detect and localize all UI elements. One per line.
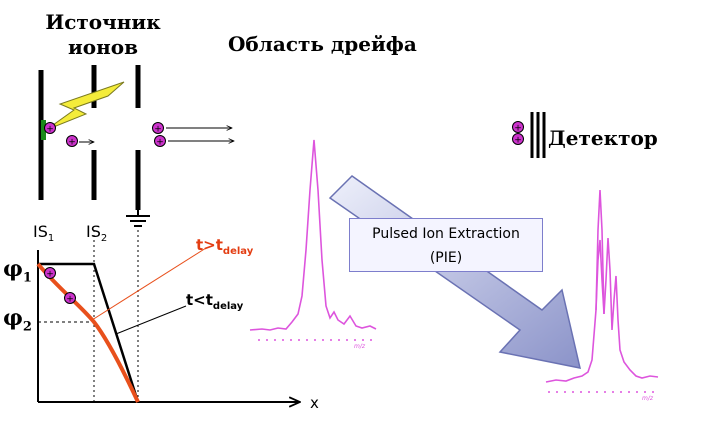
- ion-drift-1: +: [152, 122, 164, 135]
- t-less-delay-label: t<tdelay: [186, 291, 244, 312]
- pie-arrow-icon: [328, 175, 581, 369]
- ion-source-title: Источник ионов: [45, 10, 161, 59]
- is2-label: IS2: [86, 222, 108, 245]
- pie-label-line1: Pulsed Ion Extraction: [372, 226, 520, 242]
- spectrum-before-mz: m/z: [354, 343, 366, 350]
- pointer-t-gt: [91, 247, 207, 321]
- phi1-label: φ1: [3, 256, 32, 286]
- svg-text:+: +: [66, 295, 74, 305]
- svg-text:+: +: [514, 124, 522, 134]
- drift-region-title: Область дрейфа: [228, 32, 417, 56]
- pie-label-line2: (PIE): [429, 250, 463, 266]
- sample-spot: [41, 120, 46, 140]
- laser-bolt-icon: [45, 81, 125, 131]
- phi2-label: φ2: [3, 305, 32, 335]
- ion-drift-2: +: [154, 135, 166, 148]
- ion-source-1: +: [44, 122, 56, 135]
- pointer-t-lt: [115, 305, 187, 335]
- svg-text:+: +: [154, 125, 162, 135]
- spectrum-after-peak: [595, 189, 605, 315]
- ground-symbol: [126, 210, 150, 227]
- pie-label-box: Pulsed Ion Extraction (PIE): [349, 218, 543, 272]
- is1-label: IS1: [33, 222, 55, 245]
- detector-title: Детектор: [548, 126, 658, 150]
- ion-plot-2: +: [64, 292, 76, 305]
- t-greater-delay-label: t>tdelay: [196, 236, 254, 257]
- x-axis-label: x: [310, 394, 319, 412]
- potential-undelayed: [38, 262, 140, 403]
- ion-plot-1: +: [44, 267, 56, 280]
- spectrum-before: [249, 139, 377, 331]
- svg-text:+: +: [46, 270, 54, 280]
- spectrum-after-mz: m/z: [642, 395, 654, 402]
- svg-text:+: +: [68, 138, 76, 148]
- ion-source-2: +: [66, 135, 78, 148]
- svg-text:+: +: [46, 125, 54, 135]
- spectrum-after: [545, 237, 659, 383]
- detector-icon: + +: [512, 112, 546, 158]
- svg-text:+: +: [514, 136, 522, 146]
- potential-delayed: [36, 262, 140, 403]
- svg-text:+: +: [156, 138, 164, 148]
